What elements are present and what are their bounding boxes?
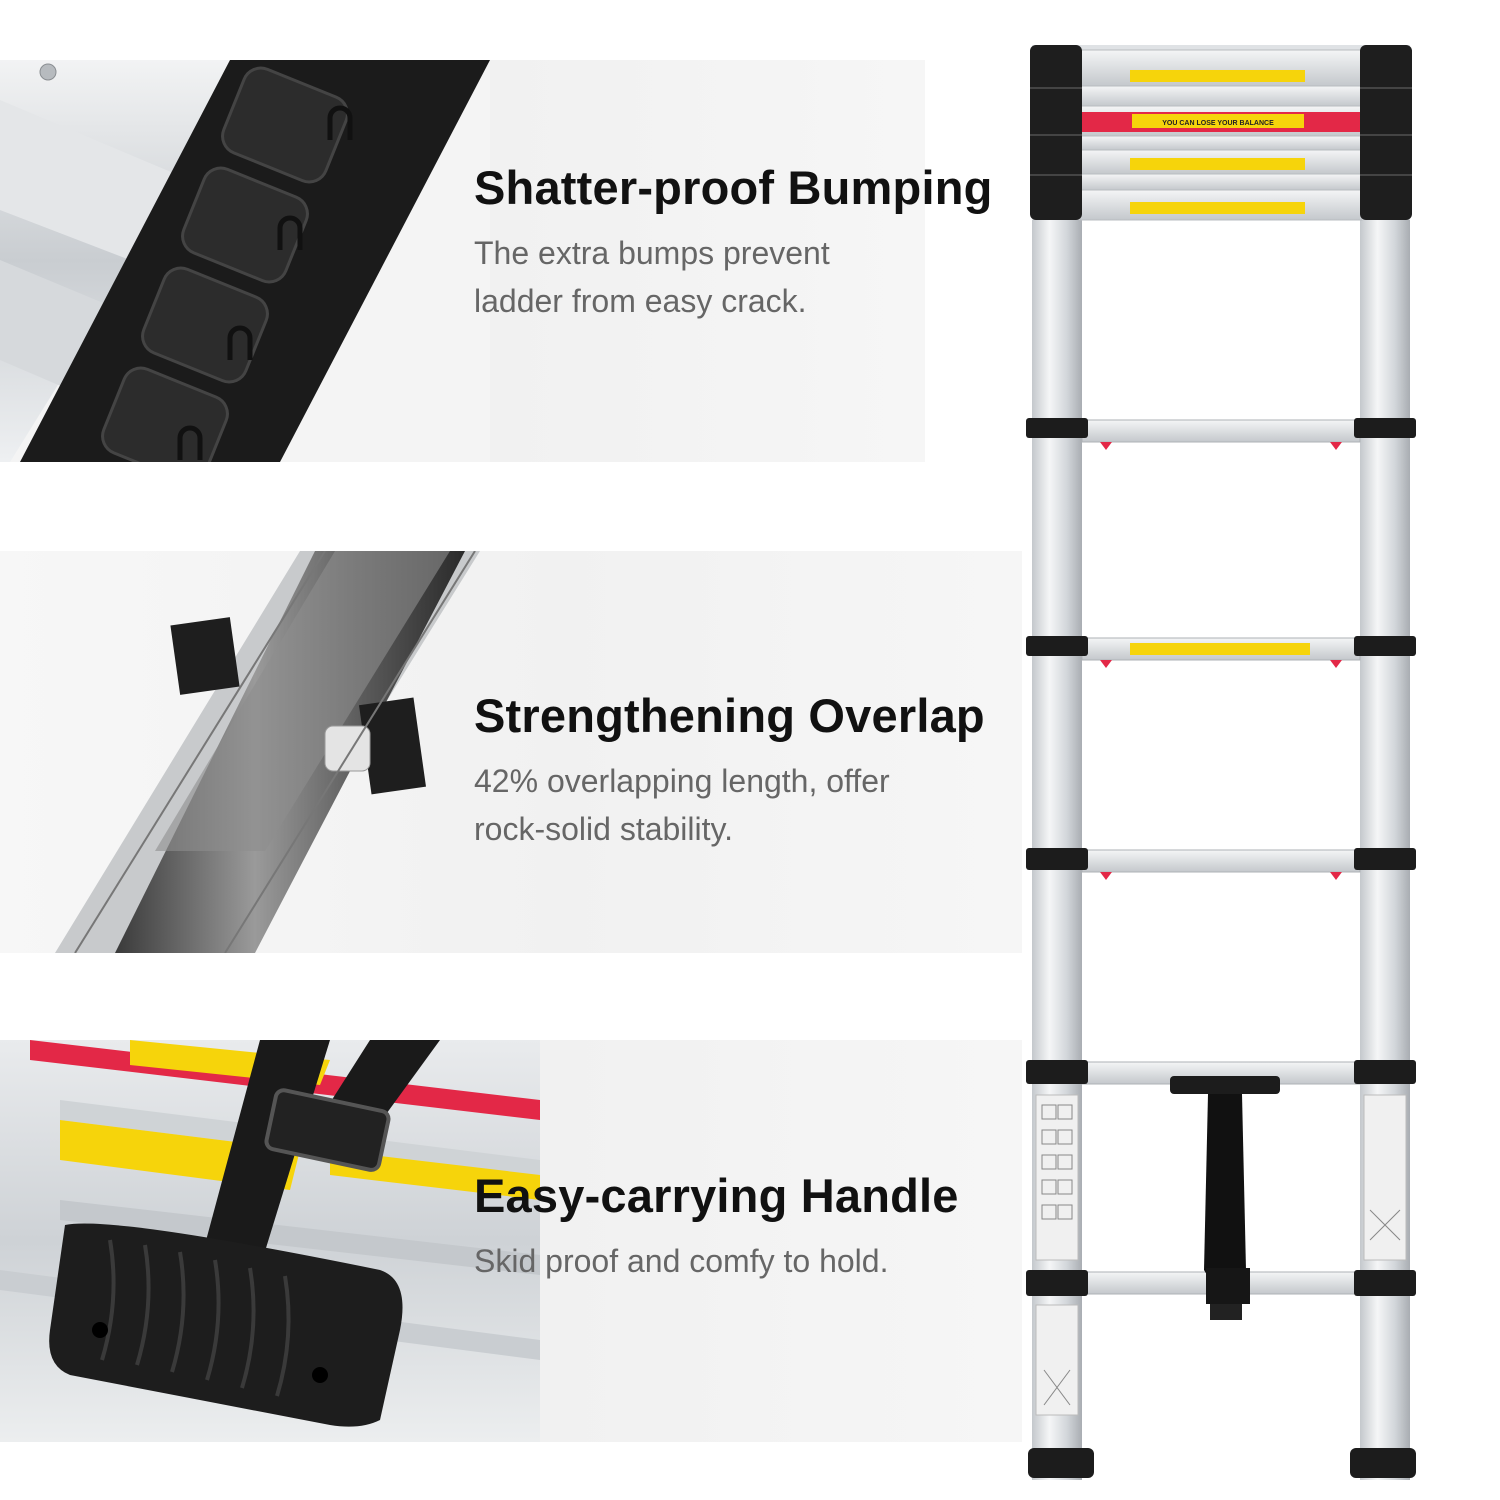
feature-title: Easy-carrying Handle [474, 1169, 959, 1222]
feature-description: Skid proof and comfy to hold. [474, 1237, 954, 1285]
feature-description: The extra bumps prevent ladder from easy… [474, 229, 954, 325]
feature-title: Strengthening Overlap [474, 689, 985, 742]
feature-description-line: The extra bumps prevent [474, 235, 830, 271]
overlap-closeup-image [55, 551, 480, 953]
feature-description-line: ladder from easy crack. [474, 283, 807, 319]
feature-description-line: rock-solid stability. [474, 811, 734, 847]
feature-easy-carrying-handle: Easy-carrying Handle Skid proof and comf… [474, 1168, 959, 1285]
feature-description-line: Skid proof and comfy to hold. [474, 1243, 889, 1279]
handle-closeup-image [0, 1040, 540, 1442]
telescopic-ladder-image: YOU CAN LOSE YOUR BALANCE [1026, 45, 1416, 1480]
feature-shatter-proof: Shatter-proof Bumping The extra bumps pr… [474, 160, 993, 325]
caution-label: YOU CAN LOSE YOUR BALANCE [1162, 120, 1274, 127]
feature-strengthening-overlap: Strengthening Overlap 42% overlapping le… [474, 688, 985, 853]
feature-description: 42% overlapping length, offer rock-solid… [474, 757, 954, 853]
feature-title: Shatter-proof Bumping [474, 161, 993, 214]
feature-description-line: 42% overlapping length, offer [474, 763, 890, 799]
bumper-closeup-image [0, 60, 490, 462]
